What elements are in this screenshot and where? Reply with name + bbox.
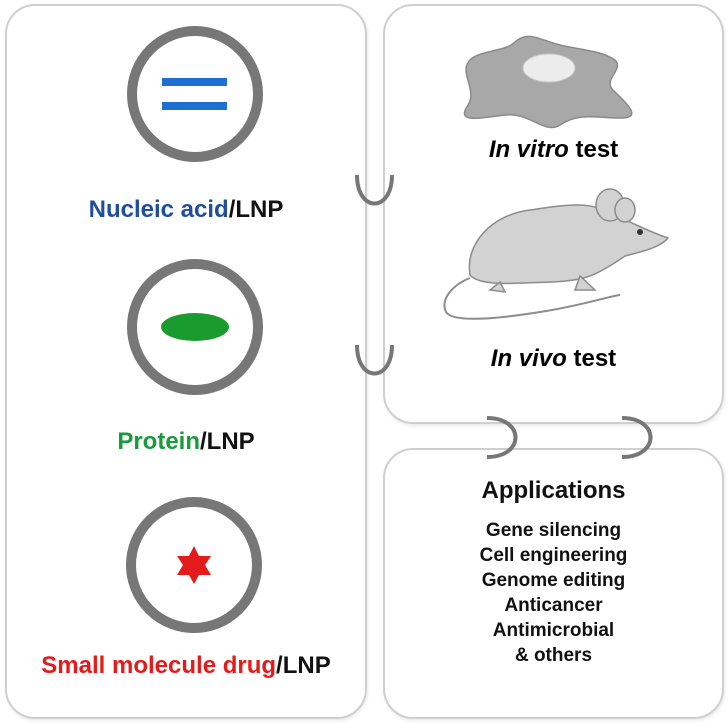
application-item: & others: [514, 645, 593, 666]
applications-panel: [383, 448, 724, 719]
lnp-suffix: /LNP: [200, 428, 255, 455]
lnp-suffix: /LNP: [276, 652, 331, 679]
nucleic-acid-lnp-icon: [127, 26, 263, 162]
lnp-suffix: /LNP: [228, 196, 284, 223]
star-icon: [177, 546, 211, 584]
small-molecule-lnp-icon: [126, 497, 262, 633]
test-word: test: [566, 345, 617, 372]
connector-hook-icon: [621, 416, 653, 459]
in-vivo-italic: In vivo: [490, 345, 567, 372]
protein-lnp-label: Protein/LNP: [5, 428, 367, 456]
mouse-icon: [443, 188, 670, 320]
protein-blob-icon: [161, 313, 229, 341]
cell-icon: [463, 35, 633, 129]
small-molecule-lnp-label: Small molecule drug/LNP: [5, 652, 367, 680]
application-item: Genome editing: [481, 570, 626, 591]
in-vitro-test-label: In vitro test: [383, 136, 724, 164]
nucleic-acid-lnp-label: Nucleic acid/LNP: [5, 196, 367, 224]
application-item: Cell engineering: [479, 545, 628, 566]
application-item: Antimicrobial: [492, 620, 615, 641]
applications-title: Applications: [481, 477, 626, 504]
connector-hook-icon: [355, 174, 394, 206]
connector-hook-icon: [486, 416, 518, 459]
nucleic-acid-strand-icon: [162, 102, 227, 110]
application-item: Gene silencing: [485, 520, 622, 541]
protein-lnp-icon: [127, 259, 263, 395]
in-vivo-test-label: In vivo test: [383, 345, 724, 373]
in-vitro-italic: In vitro: [488, 136, 569, 163]
test-word: test: [568, 136, 619, 163]
cargo-name: Small molecule drug: [41, 652, 277, 679]
nucleic-acid-strand-icon: [162, 78, 227, 86]
connector-hook-icon: [355, 344, 394, 376]
application-item: Anticancer: [504, 595, 603, 616]
applications-list: Gene silencing Cell engineering Genome e…: [383, 518, 724, 668]
cargo-name: Nucleic acid: [88, 196, 229, 223]
cargo-name: Protein: [117, 428, 200, 455]
